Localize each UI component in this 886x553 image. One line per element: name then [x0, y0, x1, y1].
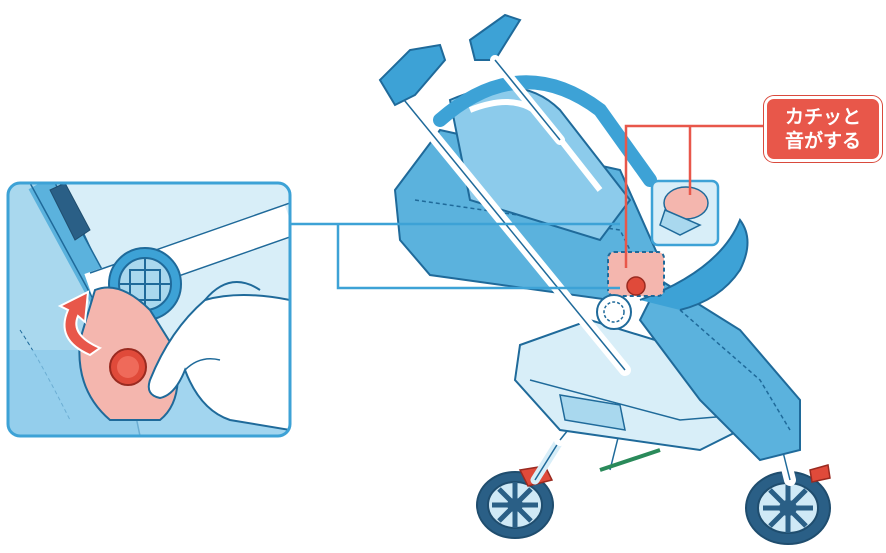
callout-line-1: カチッと [767, 105, 879, 129]
callout-line-2: 音がする [767, 129, 879, 153]
left-handle-grip [380, 45, 445, 105]
detail-panel-large [8, 183, 290, 436]
rear-brake-pedal [810, 465, 830, 482]
right-handle-grip [470, 15, 520, 60]
release-button-icon [627, 277, 645, 295]
click-sound-callout: カチッと 音がする [764, 96, 882, 162]
detail-inset-small [652, 181, 718, 245]
stroller [380, 15, 830, 544]
